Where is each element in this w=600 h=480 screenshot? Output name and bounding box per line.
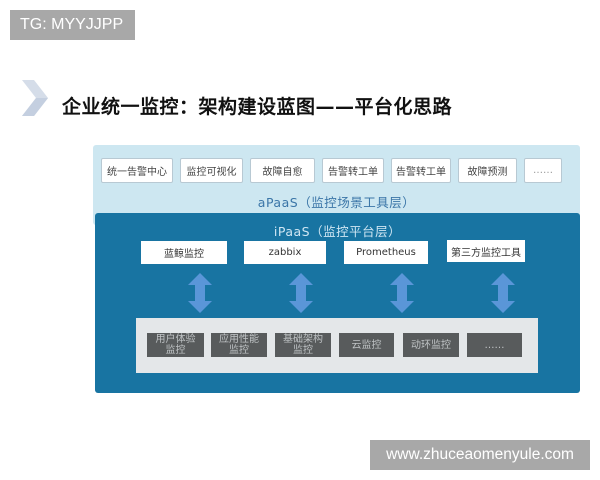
- tool-third-party: 第三方监控工具: [447, 240, 525, 262]
- apaas-item-monitor-visualization: 监控可视化: [180, 158, 243, 183]
- ipaas-layer-panel: iPaaS（监控平台层） 蓝鲸监控 zabbix Prometheus 第三方监…: [95, 213, 580, 393]
- double-arrow-icon: [491, 273, 515, 313]
- chevron-right-icon: [22, 80, 48, 116]
- tool-prometheus: Prometheus: [344, 241, 428, 264]
- tool-bluking-monitor: 蓝鲸监控: [141, 241, 227, 264]
- watermark-top-badge: TG: MYYJJPP: [10, 10, 135, 40]
- tool-zabbix: zabbix: [244, 241, 326, 264]
- apaas-layer-label: aPaaS（监控场景工具层）: [257, 195, 416, 210]
- monitor-app-performance: 应用性能 监控: [211, 333, 267, 357]
- apaas-item-alert-to-ticket-2: 告警转工单: [391, 158, 451, 183]
- double-arrow-icon: [390, 273, 414, 313]
- monitor-user-experience: 用户体验 监控: [147, 333, 204, 357]
- monitor-types-panel: 用户体验 监控 应用性能 监控 基础架构 监控 云监控 动环监控 ……: [136, 318, 538, 373]
- watermark-bottom-badge: www.zhuceaomenyule.com: [370, 440, 590, 470]
- page-title: 企业统一监控：架构建设蓝图——平台化思路: [62, 96, 453, 118]
- ipaas-layer-label: iPaaS（监控平台层）: [273, 224, 402, 239]
- apaas-item-fault-self-healing: 故障自愈: [250, 158, 315, 183]
- monitor-power-environment: 动环监控: [403, 333, 459, 357]
- monitor-infrastructure: 基础架构 监控: [275, 333, 331, 357]
- apaas-item-fault-prediction: 故障预测: [458, 158, 517, 183]
- apaas-item-ellipsis: ……: [524, 158, 562, 183]
- monitor-cloud: 云监控: [339, 333, 394, 357]
- double-arrow-icon: [188, 273, 212, 313]
- apaas-item-alert-to-ticket-1: 告警转工单: [322, 158, 384, 183]
- apaas-item-unified-alert-center: 统一告警中心: [101, 158, 173, 183]
- apaas-layer-panel: 统一告警中心 监控可视化 故障自愈 告警转工单 告警转工单 故障预测 …… aP…: [93, 145, 580, 225]
- monitor-ellipsis: ……: [467, 333, 522, 357]
- double-arrow-icon: [289, 273, 313, 313]
